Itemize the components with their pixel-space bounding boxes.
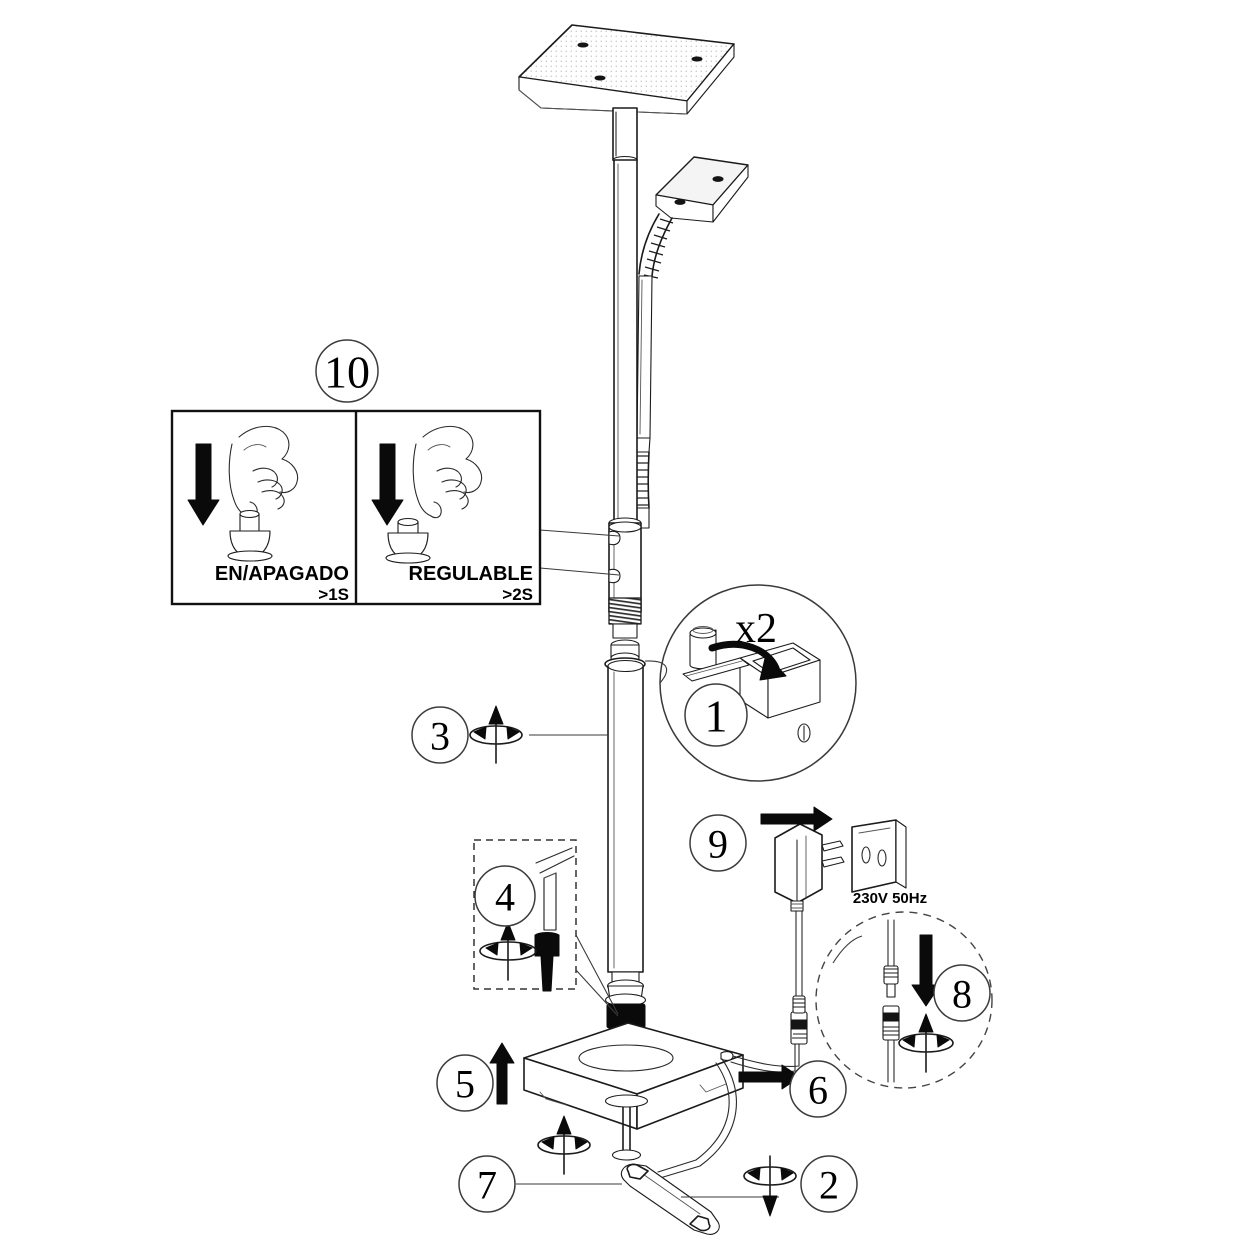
panel-cell-on-off [187,425,299,562]
reading-lamp-head [655,156,749,223]
step-marker-3[interactable]: 3 [411,706,469,764]
power-cable [657,1043,800,1179]
step-number-4: 4 [495,875,515,920]
leader-lines [516,529,779,1198]
step-marker-7[interactable]: 7 [458,1155,516,1213]
uplight-shade-panel [518,24,735,165]
panel-duration-dimmable: >2S [502,585,533,604]
lower-pole-tube [607,659,644,973]
step-number-6: 6 [808,1068,828,1113]
wall-socket-icon [851,819,907,893]
step5-up-arrow [489,1042,515,1105]
base-plate [523,1022,744,1130]
pole-threaded-coupling [604,597,646,671]
step1-detail-art [659,584,857,782]
step-marker-6[interactable]: 6 [789,1060,847,1118]
open-end-wrench [620,1163,720,1235]
step-marker-1[interactable]: 1 [684,683,748,747]
panel-caption-dimmable: REGULABLE [409,563,533,585]
step-marker-8[interactable]: 8 [933,964,991,1022]
panel-cell-dimmable [371,425,483,564]
dc-cable-connector [790,905,808,1045]
step-number-2: 2 [819,1163,839,1208]
step-marker-9[interactable]: 9 [689,814,747,872]
flexible-gooseneck [634,213,674,529]
step4-detail-box [473,839,619,1017]
switch-button-power[interactable] [608,530,621,546]
power-adapter-icon [774,823,845,912]
step-marker-10[interactable]: 10 [315,339,379,403]
step-number-3: 3 [430,714,450,759]
panel-duration-on-off: >1S [318,585,349,604]
base-center-rod [604,1094,649,1161]
panel-caption-on-off: EN/APAGADO [215,563,349,585]
step1-quantity-label: x2 [735,606,777,652]
step7-rotation-arrow [537,1115,591,1175]
step8-detail-circle [815,911,993,1089]
step-number-1: 1 [705,691,728,742]
step9-right-arrow [760,806,833,832]
step-number-7: 7 [477,1163,497,1208]
switch-panel [170,409,542,606]
step-markers: 10 1 x2 2 3 4 5 [315,339,991,1213]
voltage-label: 230V 50Hz [853,890,927,907]
step-number-5: 5 [455,1062,475,1107]
step-number-10: 10 [324,347,370,398]
step-marker-4[interactable]: 4 [474,865,536,927]
step-number-9: 9 [708,822,728,867]
step3-rotation-arrow [469,705,523,764]
step2-rotation-arrow [743,1155,797,1217]
switch-button-dimmer[interactable] [608,568,621,584]
step-marker-5[interactable]: 5 [436,1054,494,1112]
step-marker-2[interactable]: 2 [800,1155,858,1213]
step-number-8: 8 [952,972,972,1017]
